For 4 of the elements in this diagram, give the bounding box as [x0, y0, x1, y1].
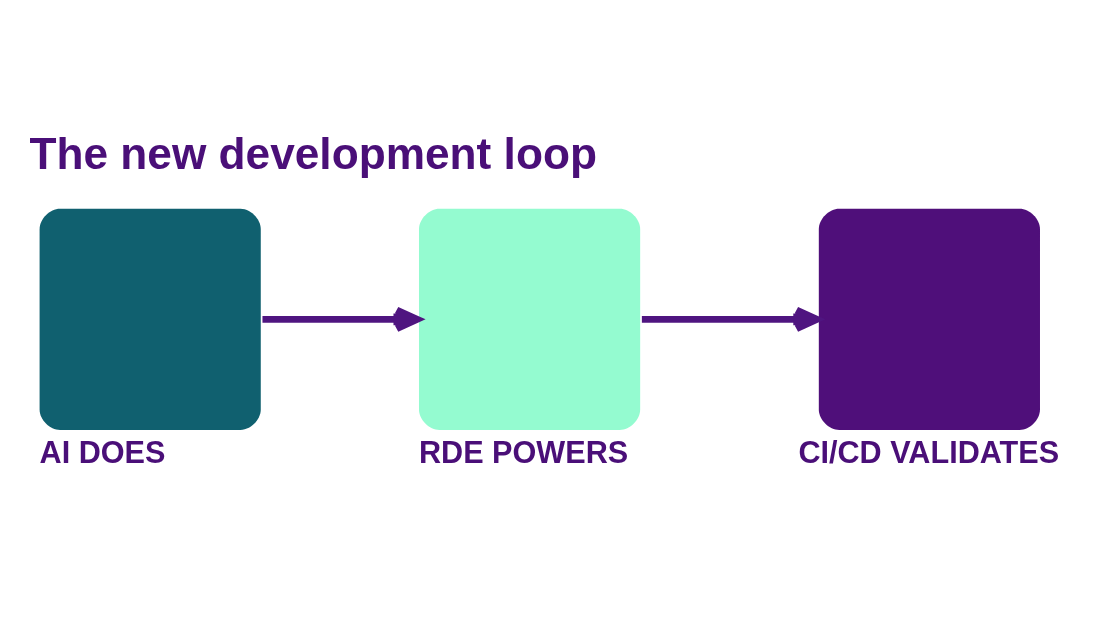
node-label: AI DOES	[39, 434, 166, 469]
diagram-title: The new development loop	[29, 128, 597, 178]
node-label: RDE POWERS	[419, 434, 629, 469]
node-label: CI/CD VALIDATES	[798, 434, 1060, 469]
